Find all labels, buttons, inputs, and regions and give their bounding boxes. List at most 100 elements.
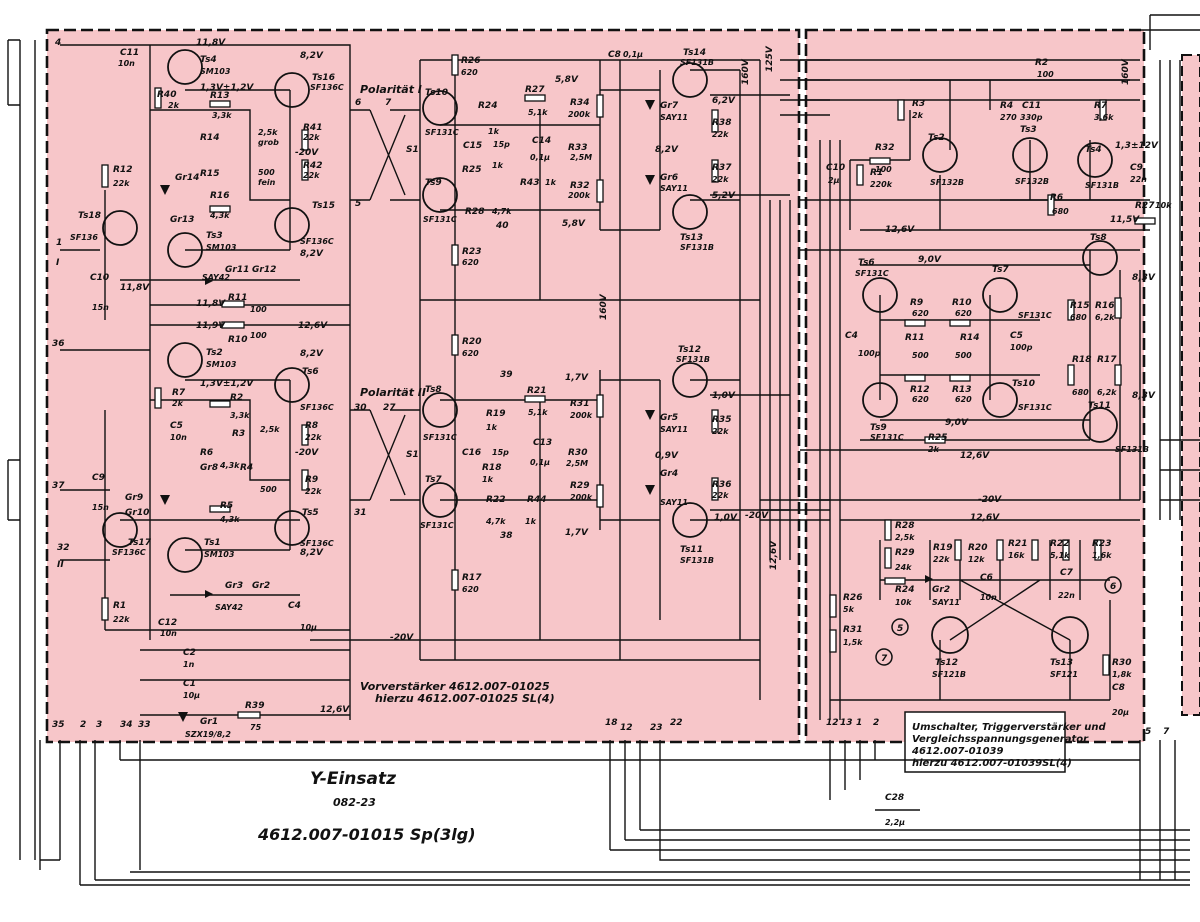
label-c16v: 15p (492, 448, 509, 457)
transistor-r-ts13 (1051, 616, 1089, 654)
label-r28v: 4,7k (491, 207, 512, 216)
pin-3: 3 (96, 720, 102, 730)
label-ts5: Ts5 (302, 508, 319, 518)
label-rr23v: 1,6k (1092, 551, 1112, 560)
label-r19v: 1k (486, 423, 498, 432)
label-gr2: Gr2 (252, 581, 270, 591)
edge-board-outline (1181, 54, 1200, 716)
label-r25: R25 (462, 165, 481, 175)
label-ts10: Ts10 (425, 88, 448, 98)
label-r28: R28 (465, 207, 484, 217)
label-c8v: 0,1µ (623, 50, 643, 59)
label-ts1: Ts1 (204, 538, 221, 548)
label-r23v: 620 (462, 258, 479, 267)
label-rr25v: 2k (928, 445, 940, 454)
label-r10: R10 (228, 335, 247, 345)
label-cc10: C10 (826, 163, 845, 173)
label-v83b: 8,3V (1132, 391, 1156, 401)
label-gr14: Gr14 (175, 173, 199, 183)
pin-1: 1 (56, 238, 62, 248)
label-gr1: Gr1 (200, 717, 218, 727)
label-v13a: 1,3V±1,2V (200, 83, 254, 93)
transistor-ts8 (422, 392, 458, 428)
label-r5v: 4,3k (219, 515, 240, 524)
transistor-r-ts11 (1082, 407, 1118, 443)
label-ts17: Ts17 (128, 538, 152, 548)
transistor-ts3 (167, 232, 203, 268)
label-rr7: R7 (1094, 101, 1108, 111)
label-v13b: 1,3V±1,2V (200, 379, 254, 389)
label-ts13-type: SF131B (680, 243, 714, 252)
label-c14: C14 (532, 136, 551, 146)
label-c15v: 15p (493, 140, 510, 149)
label-gr9: Gr9 (125, 493, 143, 503)
label-r7v: 2k (172, 399, 184, 408)
label-r13v: 3,3k (212, 111, 232, 120)
label-v118c: 11,8V (196, 299, 226, 309)
transistor-ts16 (274, 72, 310, 108)
pin-7: 7 (385, 98, 392, 108)
label-ts2-type: SM103 (206, 360, 237, 369)
label-rr12: R12 (910, 385, 929, 395)
label-r42: R42 (303, 161, 322, 171)
pin-4: 4 (54, 38, 61, 48)
transistor-ts2 (167, 342, 203, 378)
right-note-3: 4612.007-01039 (911, 746, 1003, 757)
label-ts8-type: SF131C (423, 433, 457, 442)
label-rr13v: 620 (955, 395, 972, 404)
label-v118b: 11,8V (120, 283, 150, 293)
label-ts12-type: SF131B (676, 355, 710, 364)
label-rr25: R25 (928, 433, 947, 443)
pin-r-1: 1 (856, 718, 862, 728)
label-r1v: 22k (113, 615, 130, 624)
label-rr2: R2 (1035, 58, 1048, 68)
right-note-1: Umschalter, Triggerverstärker und (912, 722, 1107, 733)
label-r20v: 620 (462, 349, 479, 358)
label-rr4: R4 (1000, 101, 1013, 111)
transistor-symbols (102, 49, 1118, 654)
label-v13c: 1,3±12V (1115, 141, 1159, 151)
pin-r-2: 2 (873, 718, 879, 728)
resistor-symbols (101, 54, 1156, 719)
label-v90b: 9,0V (945, 418, 969, 428)
label-gr10: Gr10 (125, 508, 149, 518)
label-rr9: R9 (910, 298, 923, 308)
label-r27v: 5,1k (528, 108, 548, 117)
label-rr17: R17 (1097, 355, 1117, 365)
label-r40: R40 (157, 90, 176, 100)
label-r21: R21 (527, 386, 546, 396)
label-ts14-type: SF131B (680, 58, 714, 67)
drawing-ident: 4612.007-01015 Sp(3lg) (257, 825, 476, 844)
label-r32v: 200k (568, 191, 591, 200)
transistor-ts9 (422, 177, 458, 213)
label-r43v: 1k (545, 178, 557, 187)
label-rr14v: 500 (955, 351, 972, 360)
label-ts7: Ts7 (425, 475, 442, 485)
label-r34: R34 (570, 98, 589, 108)
label-r8v: 22k (305, 433, 322, 442)
pin-40: 40 (495, 221, 509, 231)
label-rr23: R23 (1092, 539, 1111, 549)
label-rr1: R1 (870, 168, 883, 178)
label-c4v: 10µ (300, 623, 317, 632)
label-cc4: C4 (845, 331, 858, 341)
label-v90a: 9,0V (918, 255, 942, 265)
label-rr32v: 100 (875, 165, 892, 174)
label-rr24: R24 (895, 585, 914, 595)
label-v126c: 12,6V (769, 540, 779, 570)
label-v20a: -20V (295, 148, 319, 158)
label-rr19v: 22k (933, 555, 950, 564)
label-c13: C13 (533, 438, 552, 448)
label-r12: R12 (113, 165, 132, 175)
label-gr3: Gr3 (225, 581, 243, 591)
label-r-ts6-type: SF131C (855, 269, 889, 278)
label-r-v20: -20V (978, 495, 1002, 505)
label-ts11-type: SF131B (680, 556, 714, 565)
label-ts4: Ts4 (200, 55, 217, 65)
label-rr15v: 680 (1070, 313, 1087, 322)
transistor-ts15 (274, 207, 310, 243)
pin-35: 35 (52, 720, 65, 730)
label-rr20v: 12k (968, 555, 985, 564)
label-rr16v: 6,2k (1095, 313, 1115, 322)
